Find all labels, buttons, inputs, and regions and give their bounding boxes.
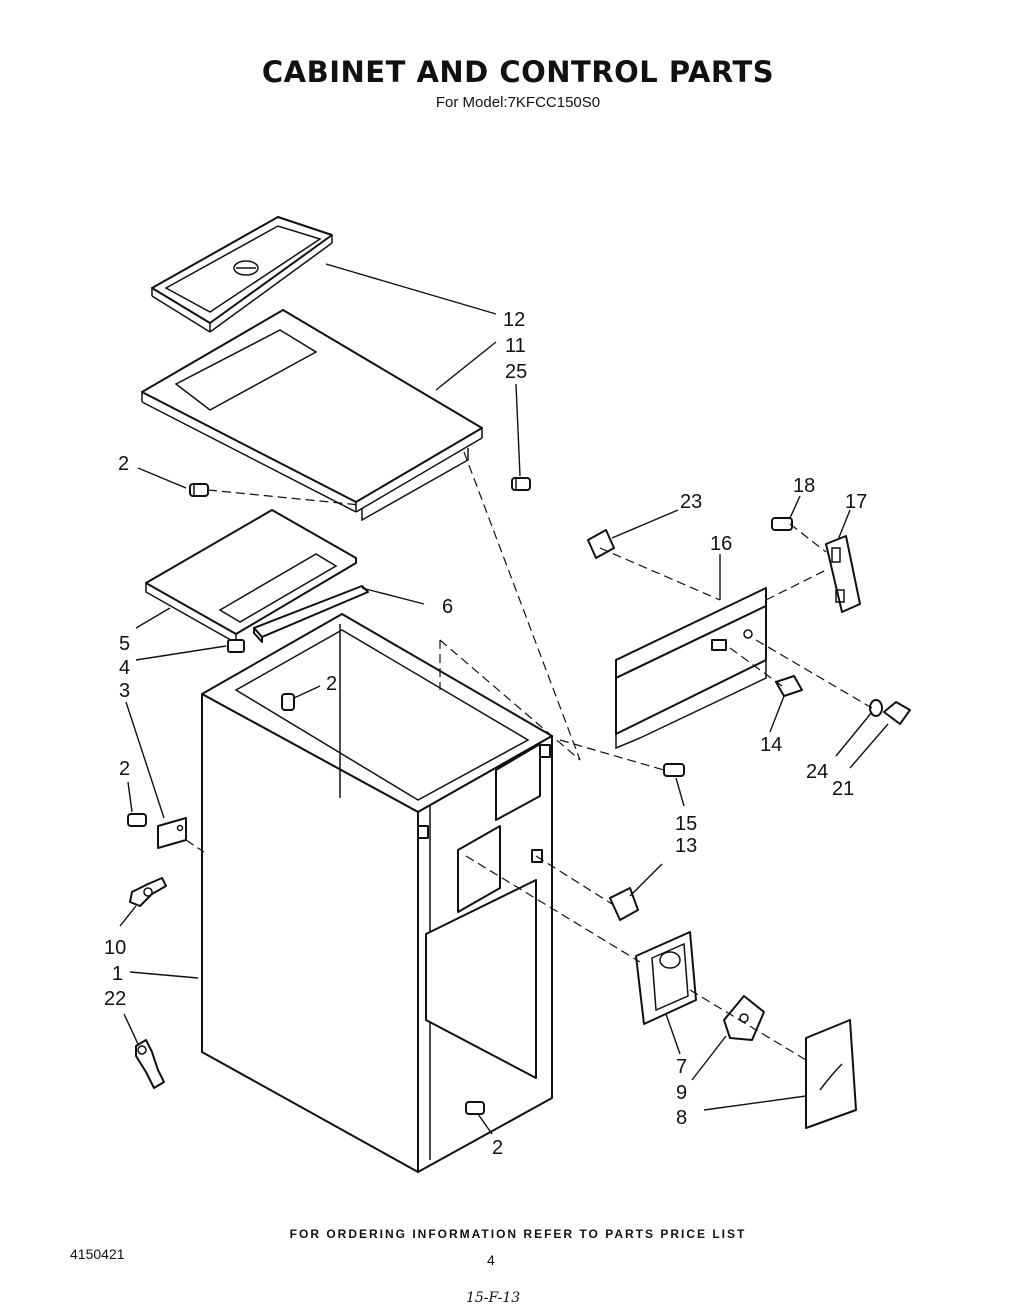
part-3-bracket [157,817,187,849]
document-number: 4150421 [70,1246,125,1262]
part-4-clip [227,639,245,653]
callout-21: 21 [832,778,854,800]
part-1-cabinet [201,613,553,1173]
callout-16: 16 [710,533,732,555]
callout-14: 14 [760,734,782,756]
page-number: 4 [487,1252,495,1268]
part-6-strip [253,585,369,643]
part-24-washer [869,699,883,717]
callout-10: 10 [104,937,126,959]
callout-12: 12 [503,309,525,331]
part-13-switch [609,887,639,921]
callout-2-left: 2 [119,758,130,780]
part-2-screw-inner [281,693,295,711]
callout-25: 25 [505,361,527,383]
callout-4: 4 [119,657,130,679]
callout-3: 3 [119,680,130,702]
callout-5: 5 [119,633,130,655]
part-21-knob [883,701,911,725]
callout-15: 15 [675,813,697,835]
alignment-lines [185,451,873,1061]
part-11-top-panel [141,309,483,522]
ordering-note: FOR ORDERING INFORMATION REFER TO PARTS … [289,1227,747,1241]
part-2-screw-left [127,813,147,827]
part-15-screw [663,763,685,777]
callout-24: 24 [806,761,828,783]
callout-18: 18 [793,475,815,497]
callout-6: 6 [442,596,453,618]
model-subtitle: For Model:7KFCC150S0 [435,94,601,111]
part-2-screw-upper [189,483,209,497]
part-9-dial [723,995,765,1041]
page-title: CABINET AND CONTROL PARTS [261,55,775,89]
callout-23: 23 [680,491,702,513]
part-23-switch [587,529,615,559]
part-22-cord-clip [135,1039,165,1089]
part-12-cover [151,216,333,333]
part-17-latch [825,535,861,613]
part-8-control-plate [805,1019,857,1129]
callout-17: 17 [845,491,867,513]
part-18-screw [771,517,793,531]
callout-1: 1 [112,963,123,985]
part-16-control-bracket [615,587,767,750]
part-7-housing [635,931,697,1025]
callout-leaders [119,263,889,1135]
callout-2-bottom: 2 [492,1137,503,1159]
callout-22: 22 [104,988,126,1010]
part-2-screw-bottom [465,1101,485,1115]
part-25-screw [511,477,531,491]
callout-11: 11 [505,335,526,357]
callout-2-inner: 2 [326,673,337,695]
callout-8: 8 [676,1107,687,1129]
part-5-inner-plate [145,509,357,645]
callout-numbers: 12 11 25 2 23 18 17 16 6 5 4 3 2 2 14 24… [104,309,867,1159]
part-10-hinge [129,877,167,907]
part-14-clip [775,675,803,697]
handwritten-code: 15-F-13 [466,1290,521,1306]
callout-2-upper: 2 [118,453,129,475]
callout-7: 7 [676,1056,687,1078]
callout-9: 9 [676,1082,687,1104]
callout-13: 13 [675,835,697,857]
